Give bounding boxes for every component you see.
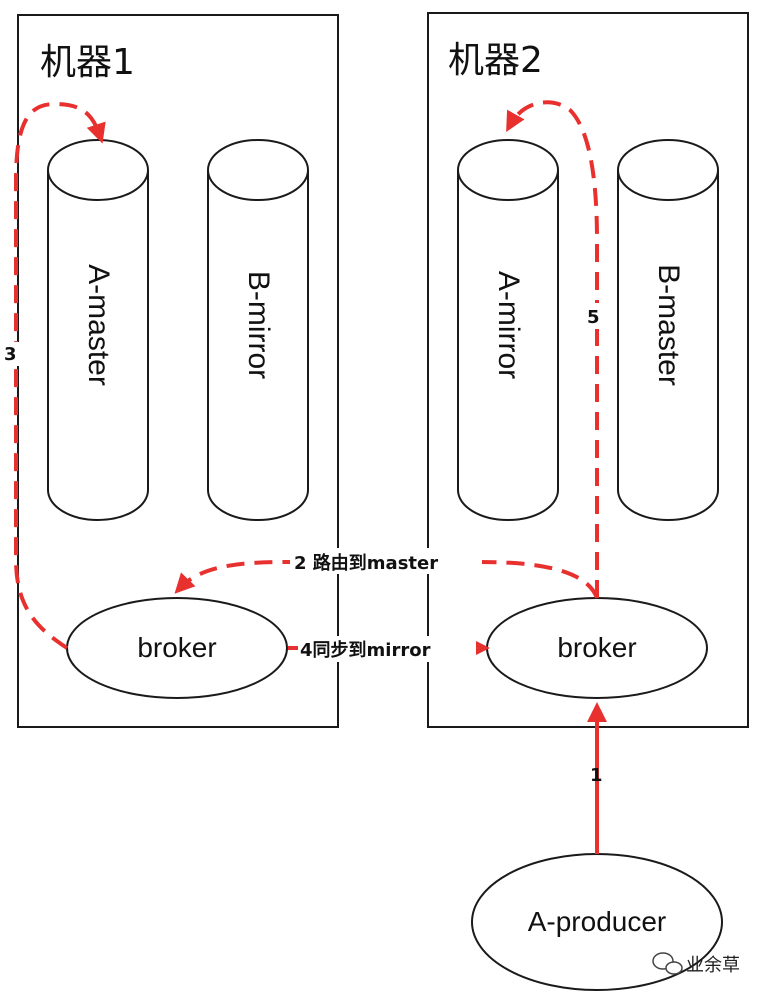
step-5-label: 5 <box>587 307 600 328</box>
arrow-step-5 <box>506 100 599 598</box>
cylinder-a-master-label: A-master <box>82 264 115 386</box>
watermark: 业余草 <box>652 952 740 976</box>
broker-machine1-label: broker <box>137 632 216 663</box>
wechat-icon <box>652 952 683 975</box>
step-1-label: 1 <box>590 765 603 786</box>
cylinder-b-mirror: B-mirror <box>207 139 309 521</box>
producer-label: A-producer <box>528 906 667 937</box>
step-2-label: 2 路由到master <box>294 552 438 574</box>
broker-machine1: broker <box>66 597 288 699</box>
step-4-label: 4同步到mirror <box>300 639 431 661</box>
cylinder-b-master: B-master <box>617 139 719 521</box>
producer: A-producer <box>471 853 723 991</box>
arrow-step-3 <box>14 101 106 650</box>
cylinder-a-mirror: A-mirror <box>457 139 559 521</box>
cylinder-b-master-label: B-master <box>652 264 685 386</box>
cylinder-a-mirror-label: A-mirror <box>492 271 525 379</box>
machine2-box <box>427 12 749 728</box>
cylinder-a-master: A-master <box>47 139 149 521</box>
cylinder-b-mirror-label: B-mirror <box>242 271 275 379</box>
machine2-title: 机器2 <box>448 40 543 81</box>
broker-machine2-label: broker <box>557 632 636 663</box>
machine1-title: 机器1 <box>40 42 135 83</box>
step-3-label: 3 <box>4 344 17 365</box>
broker-machine2: broker <box>486 597 708 699</box>
watermark-text: 业余草 <box>686 955 740 976</box>
